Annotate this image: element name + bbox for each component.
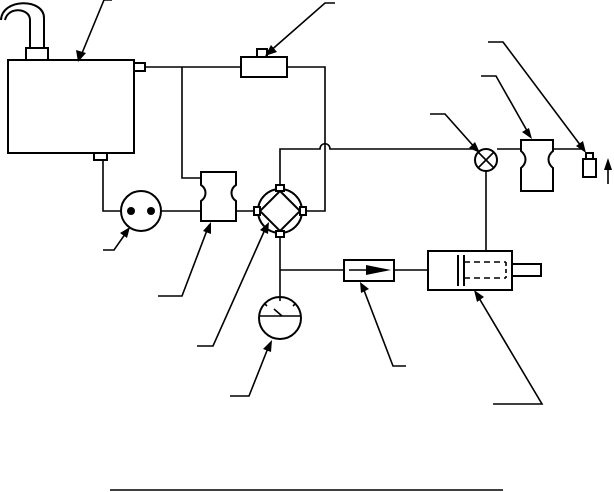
leader-filter-left (158, 222, 211, 297)
leader-filter-right (481, 75, 532, 139)
leader-bleed-valve (488, 41, 586, 153)
leader-cylinder (474, 290, 544, 405)
pump-icon (120, 190, 162, 232)
leader-reservoir (76, 0, 112, 62)
bleed-valve-icon (582, 152, 612, 184)
leader-shutoff-valve (430, 113, 480, 153)
pipe-lines (102, 66, 583, 300)
filler-neck-icon (0, 2, 45, 48)
pressure-gauge-icon (258, 296, 302, 340)
leader-relief-valve (265, 2, 335, 56)
leader-lines (76, 0, 586, 405)
leader-check-valve (360, 282, 406, 367)
filter-icon (520, 139, 554, 192)
leader-gauge (230, 340, 272, 397)
leader-selector-valve (197, 222, 269, 347)
filter-icon (200, 171, 237, 222)
check-valve-icon (343, 259, 395, 282)
reservoir-tank-icon (7, 47, 146, 161)
cylinder-icon (427, 250, 542, 291)
relief-valve-icon (240, 48, 288, 78)
leader-pump (103, 227, 130, 251)
shutoff-valve-icon (474, 148, 498, 172)
